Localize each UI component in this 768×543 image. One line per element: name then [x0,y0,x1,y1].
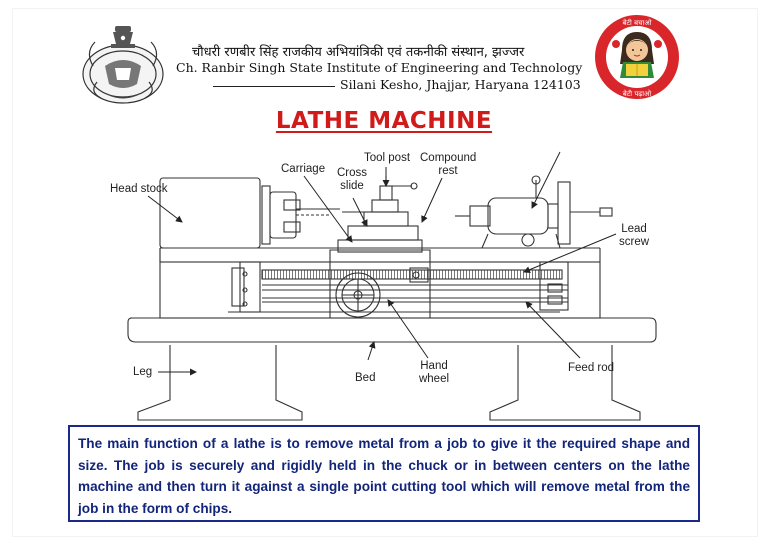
leader-bed [367,341,376,361]
address-rule [213,86,335,87]
label-carriage: Carriage [281,163,326,175]
label-hand-wheel-line1: Hand [420,360,448,372]
leader-feed-rod [525,301,581,359]
label-cross-slide: Cross slide [332,167,372,193]
label-hand-wheel-line2: wheel [418,373,450,385]
headstock [159,177,261,313]
description-box: The main function of a lathe is to remov… [68,425,700,522]
label-cross-slide-line1: Cross [336,167,368,179]
lead-screw-assembly [261,261,569,311]
bed-body [159,247,601,319]
leader-compound-rest [421,177,443,223]
institute-address: Silani Kesho, Jhajjar, Haryana 124103 [340,77,581,92]
page-title: LATHE MACHINE [275,108,493,134]
label-bed: Bed [355,372,376,384]
label-leg: Leg [133,366,153,378]
leg-right [489,345,641,421]
label-compound-rest-line2: rest [438,165,458,177]
chuck [261,185,340,245]
haryana-state-emblem-icon [82,26,164,104]
leader-hand-wheel [387,299,429,359]
leader-carriage [303,175,353,243]
page-frame [12,8,758,537]
logo-text-bottom: बेटी पढ़ाओ [623,89,652,98]
institute-name-english: Ch. Ranbir Singh State Institute of Engi… [176,60,583,75]
tool-post-assembly [342,176,419,241]
label-cross-slide-line2: slide [340,180,364,192]
label-feed-rod: Feed rod [568,362,615,374]
beti-bachao-beti-padhao-logo-icon: बेटी बचाओ बेटी पढ़ाओ [595,15,679,99]
leader-lead-screw [523,233,617,273]
tailstock [455,175,613,249]
logo-text-top: बेटी बचाओ [623,18,653,27]
label-head-stock: Head stock [110,183,168,195]
label-hand-wheel: Hand wheel [414,360,454,386]
label-lead-screw-line2: screw [618,236,650,248]
institute-header: चौधरी रणबीर सिंह राजकीय अभियांत्रिकी एवं… [0,0,768,110]
label-compound-rest: Compound rest [420,152,476,178]
label-tool-post: Tool post [364,152,411,164]
leader-head-stock [147,195,183,223]
carriage [329,239,431,319]
label-compound-rest-line1: Compound [420,152,477,164]
leg-left [137,345,303,421]
leader-tailstock [531,151,561,209]
bed-base [127,317,657,343]
label-lead-screw: Lead screw [612,223,656,249]
description-text: The main function of a lathe is to remov… [78,436,690,516]
institute-name-hindi: चौधरी रणबीर सिंह राजकीय अभियांत्रिकी एवं… [192,45,525,60]
label-lead-screw-line1: Lead [621,223,647,235]
leader-cross-slide [352,197,368,227]
